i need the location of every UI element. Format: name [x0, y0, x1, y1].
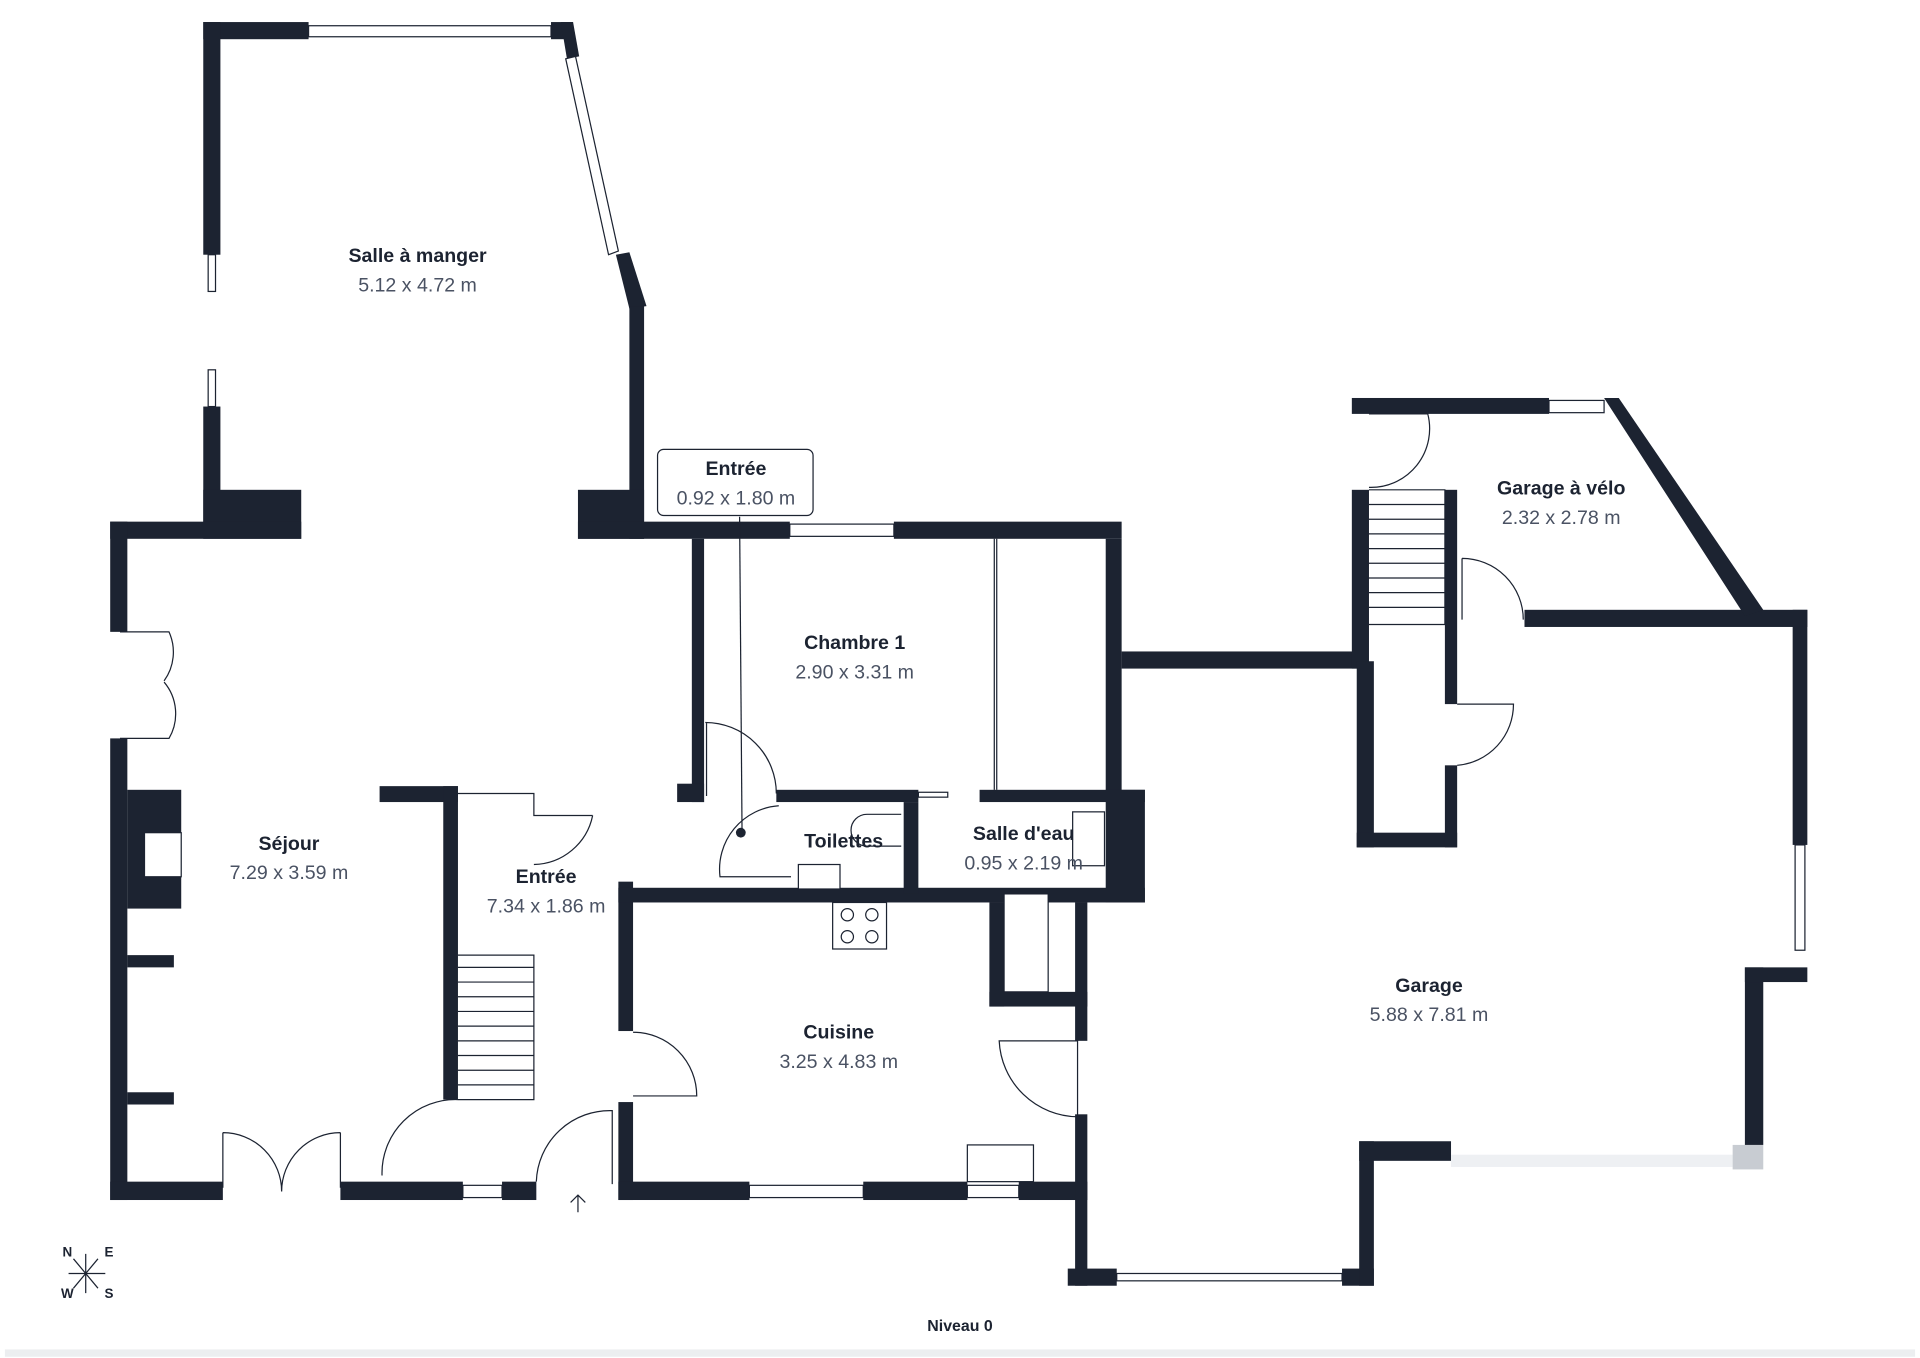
- room-name: Entrée: [705, 458, 766, 480]
- room-name: Salle à manger: [348, 245, 487, 267]
- room-dims: 3.25 x 4.83 m: [779, 1051, 898, 1073]
- room-dims: 0.95 x 2.19 m: [964, 852, 1083, 874]
- room-dims: 7.29 x 3.59 m: [230, 862, 349, 884]
- compass-w: W: [61, 1286, 74, 1301]
- room-name: Toilettes: [804, 830, 883, 852]
- compass-e: E: [104, 1244, 113, 1259]
- compass-s: S: [104, 1286, 113, 1301]
- level-label: Niveau 0: [927, 1318, 993, 1335]
- room-labels: Salle à manger 5.12 x 4.72 m Séjour 7.29…: [230, 245, 1626, 1073]
- room-name: Séjour: [259, 833, 320, 855]
- compass-n: N: [62, 1244, 72, 1259]
- compass: N E W S: [61, 1244, 113, 1301]
- room-dims: 5.12 x 4.72 m: [358, 274, 477, 296]
- room-dims: 7.34 x 1.86 m: [487, 895, 606, 917]
- room-dims: 5.88 x 7.81 m: [1370, 1004, 1489, 1026]
- room-name: Cuisine: [803, 1021, 874, 1043]
- room-dims: 2.32 x 2.78 m: [1502, 507, 1621, 529]
- room-name: Chambre 1: [804, 632, 905, 654]
- room-name: Entrée: [516, 866, 577, 888]
- label-callout: [656, 448, 814, 517]
- room-name: Salle d'eau: [973, 823, 1075, 845]
- room-name: Garage: [1395, 975, 1463, 997]
- bottom-border: [4, 1349, 1916, 1357]
- room-dims: 0.92 x 1.80 m: [677, 488, 796, 510]
- room-name: Garage à vélo: [1497, 478, 1625, 500]
- room-dims: 2.90 x 3.31 m: [795, 661, 914, 683]
- walls: [110, 22, 1808, 1286]
